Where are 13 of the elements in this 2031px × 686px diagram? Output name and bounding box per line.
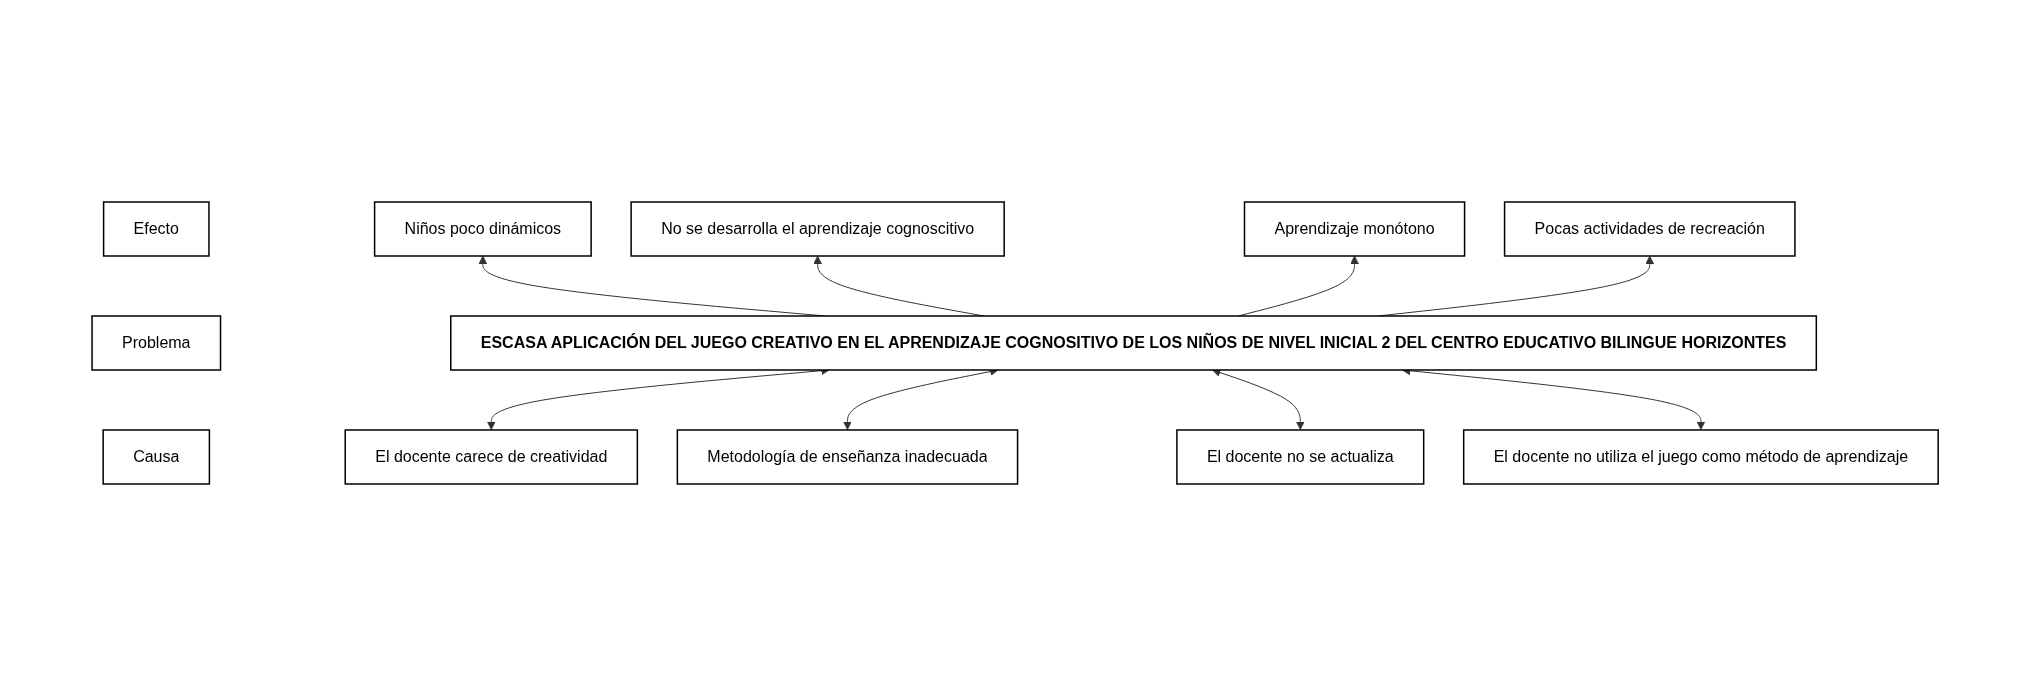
node-box: ESCASA APLICACIÓN DEL JUEGO CREATIVO EN EL APRENDIZAJE COGNOSITIVO DE LOS NIÑOS DE NIVEL INICIAL 2 DEL CENTRO EDUCATIVO BILINGUE HORIZONTES xyxy=(450,315,1818,371)
node-box: No se desarrolla el aprendizaje cognoscitivo xyxy=(630,201,1006,257)
node-box: Metodología de enseñanza inadecuada xyxy=(677,429,1019,485)
node-box: El docente carece de creatividad xyxy=(344,429,639,485)
arrow xyxy=(1212,368,1306,430)
node-box: Niños poco dinámicos xyxy=(374,201,593,257)
node-box: Pocas actividades de recreación xyxy=(1504,201,1797,257)
node-box: El docente no se actualiza xyxy=(1176,429,1425,485)
node-box: El docente no utiliza el juego como método de aprendizaje xyxy=(1463,429,1940,485)
node-box: Causa xyxy=(102,429,211,485)
node-box: Problema xyxy=(91,315,222,371)
node-box: Efecto xyxy=(103,201,211,257)
node-box: Aprendizaje monótono xyxy=(1244,201,1466,257)
